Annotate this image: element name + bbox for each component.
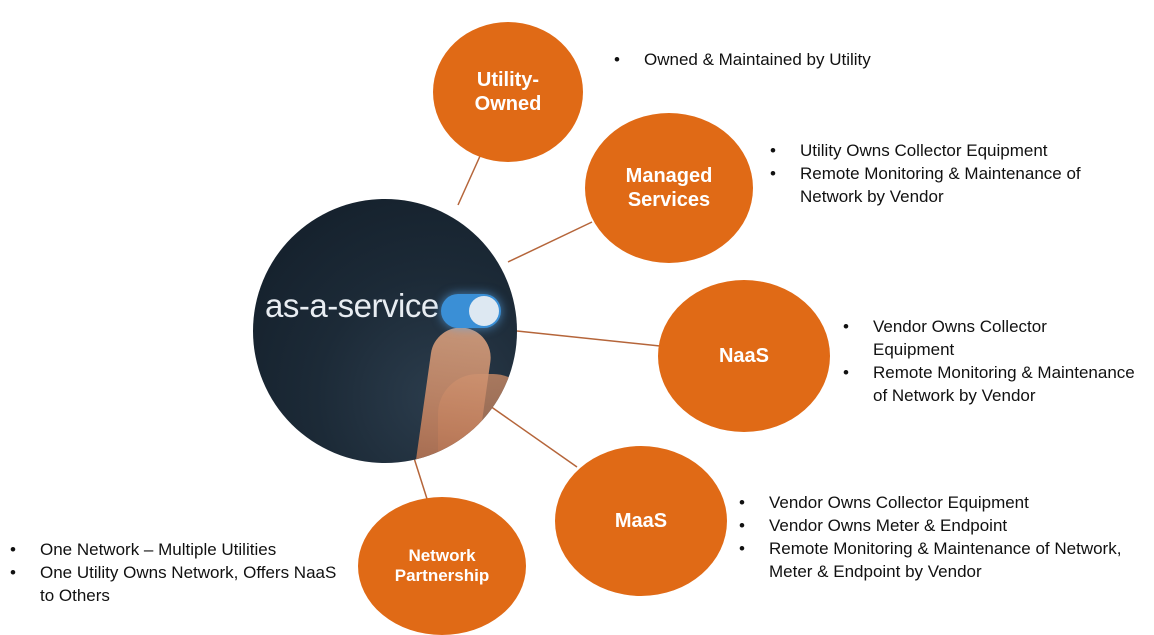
node-managed-services: Managed Services	[585, 113, 753, 263]
bullet-item: One Utility Owns Network, Offers NaaS to…	[10, 561, 345, 607]
node-label-naas: NaaS	[718, 345, 770, 367]
bullet-item: One Network – Multiple Utilities	[10, 538, 355, 561]
node-label-utility-owned: Utility- Owned	[474, 69, 542, 115]
node-label-managed-services: Managed Services	[625, 165, 713, 211]
connector-network-partnership	[413, 457, 429, 503]
bullet-item: Vendor Owns Meter & Endpoint	[739, 514, 1139, 537]
connector-naas	[516, 330, 661, 347]
node-naas: NaaS	[658, 280, 830, 432]
as-a-service-hub: as-a-service	[253, 199, 517, 463]
bullet-item: Owned & Maintained by Utility	[614, 48, 954, 71]
bullet-item: Remote Monitoring & Maintenance of Netwo…	[739, 537, 1139, 583]
bullet-item: Remote Monitoring & Maintenance of Netwo…	[770, 162, 1140, 208]
bullet-item: Utility Owns Collector Equipment	[770, 139, 1140, 162]
bullet-item: Vendor Owns Collector Equipment	[739, 491, 1139, 514]
toggle-switch-icon	[441, 294, 501, 328]
node-network-partnership: Network Partnership	[358, 497, 526, 635]
bullets-naas: Vendor Owns Collector Equipment Remote M…	[843, 315, 1143, 407]
bullets-managed-services: Utility Owns Collector Equipment Remote …	[770, 139, 1140, 208]
hub-label: as-a-service	[265, 287, 439, 324]
node-utility-owned: Utility- Owned	[433, 22, 583, 162]
connector-managed-services	[507, 221, 593, 263]
bullets-utility-owned: Owned & Maintained by Utility	[614, 48, 954, 71]
bullet-item: Vendor Owns Collector Equipment	[843, 315, 1123, 361]
bullets-maas: Vendor Owns Collector Equipment Vendor O…	[739, 491, 1139, 583]
node-label-maas: MaaS	[614, 510, 668, 532]
bullet-item: Remote Monitoring & Maintenance of Netwo…	[843, 361, 1148, 407]
node-maas: MaaS	[555, 446, 727, 596]
bullets-network-partnership: One Network – Multiple Utilities One Uti…	[10, 538, 355, 607]
node-label-network-partnership: Network Partnership	[394, 545, 490, 585]
toggle-knob	[469, 296, 499, 326]
